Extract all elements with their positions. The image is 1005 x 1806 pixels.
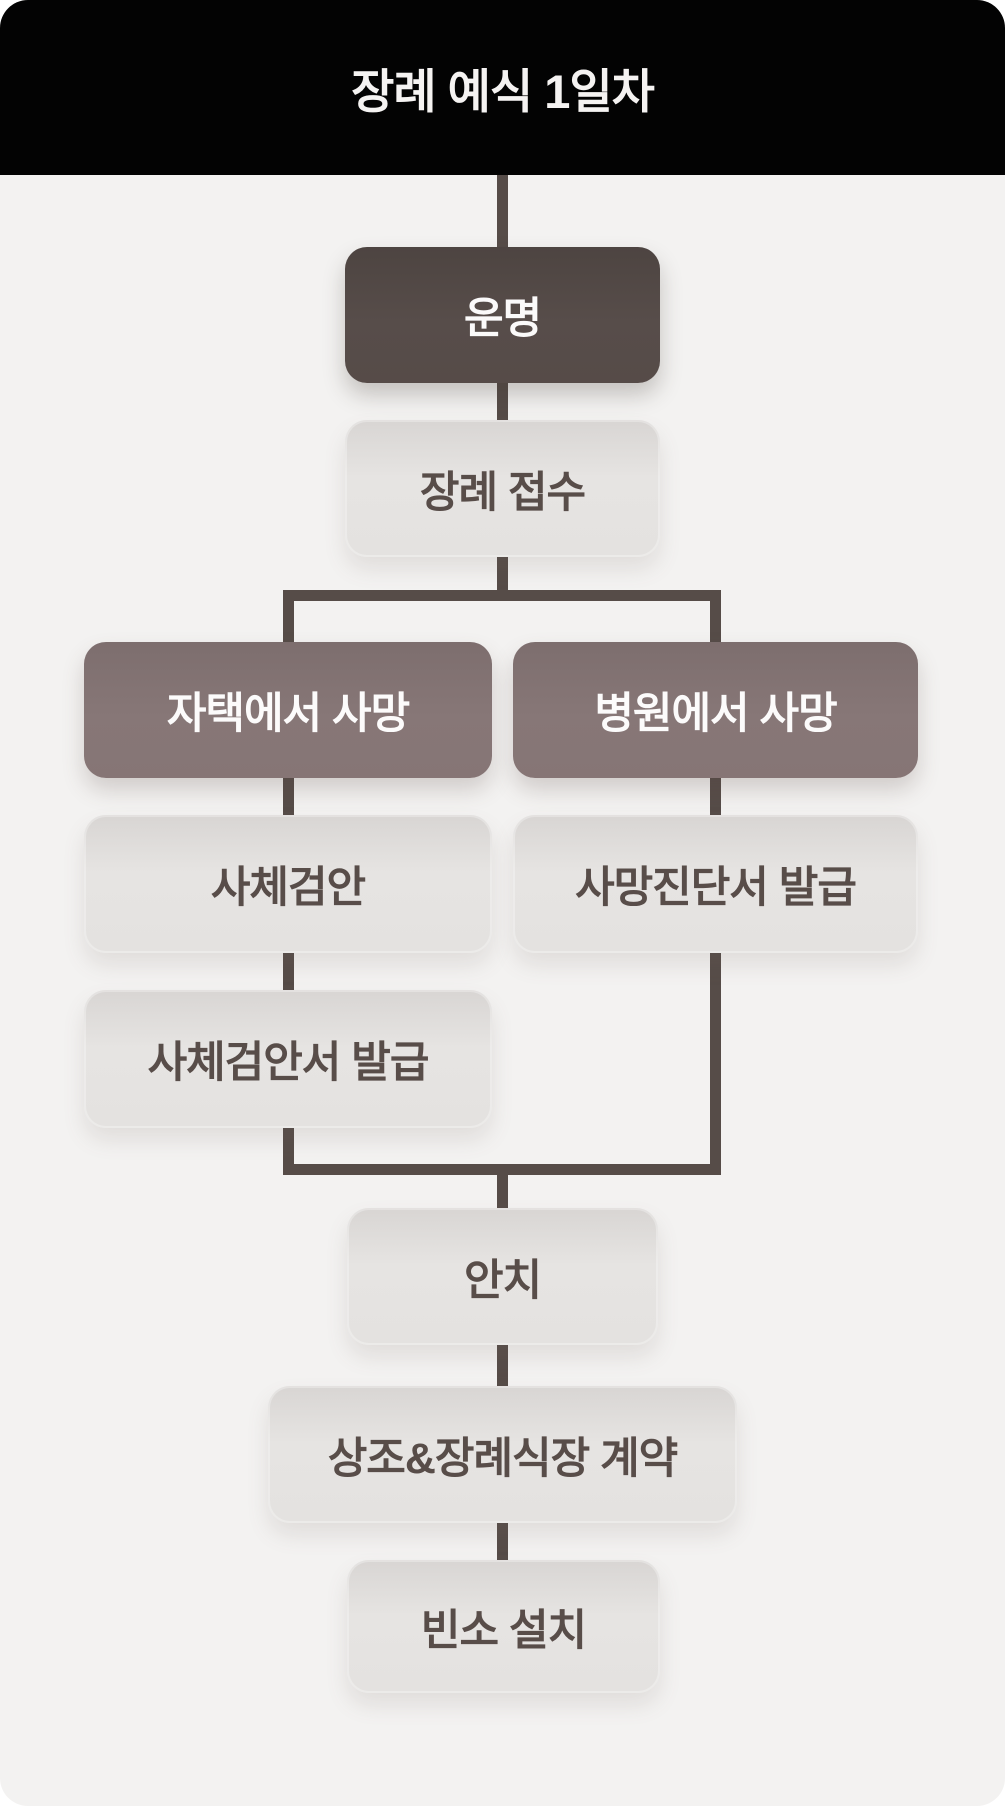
node-death-certificate: 사망진단서 발급 (513, 815, 918, 953)
connector-split-to-hospital (710, 595, 721, 646)
node-body-examination: 사체검안 (84, 815, 492, 953)
node-funeral-reception: 장례 접수 (345, 420, 660, 557)
connector-split-horizontal (283, 590, 721, 601)
connector-split-to-home (283, 595, 294, 646)
node-funeral-contract: 상조&장례식장 계약 (268, 1386, 737, 1523)
node-passing: 운명 (345, 247, 660, 383)
node-altar-setup: 빈소 설치 (347, 1560, 660, 1693)
connector-home-to-bodyexam (283, 774, 294, 819)
page-title: 장례 예식 1일차 (351, 65, 655, 118)
connector-placement-to-contract (497, 1341, 508, 1390)
connector-hospital-to-deathcert (710, 774, 721, 819)
connector-merge-horizontal (283, 1164, 721, 1175)
header: 장례 예식 1일차 (0, 0, 1005, 175)
connector-bodyexam-to-examcert (283, 949, 294, 994)
node-death-at-home: 자택에서 사망 (84, 642, 492, 778)
connector-merge-to-placement (497, 1170, 508, 1212)
connector-examcert-to-merge (283, 1124, 294, 1169)
node-placement: 안치 (347, 1208, 658, 1345)
connector-deathcert-to-merge (710, 949, 721, 1169)
connector-contract-to-altar (497, 1519, 508, 1564)
connector-header-to-passing (497, 175, 508, 251)
connector-reception-to-split (497, 553, 508, 595)
connector-passing-to-reception (497, 380, 508, 424)
node-death-at-hospital: 병원에서 사망 (513, 642, 918, 778)
node-exam-certificate: 사체검안서 발급 (84, 990, 492, 1128)
